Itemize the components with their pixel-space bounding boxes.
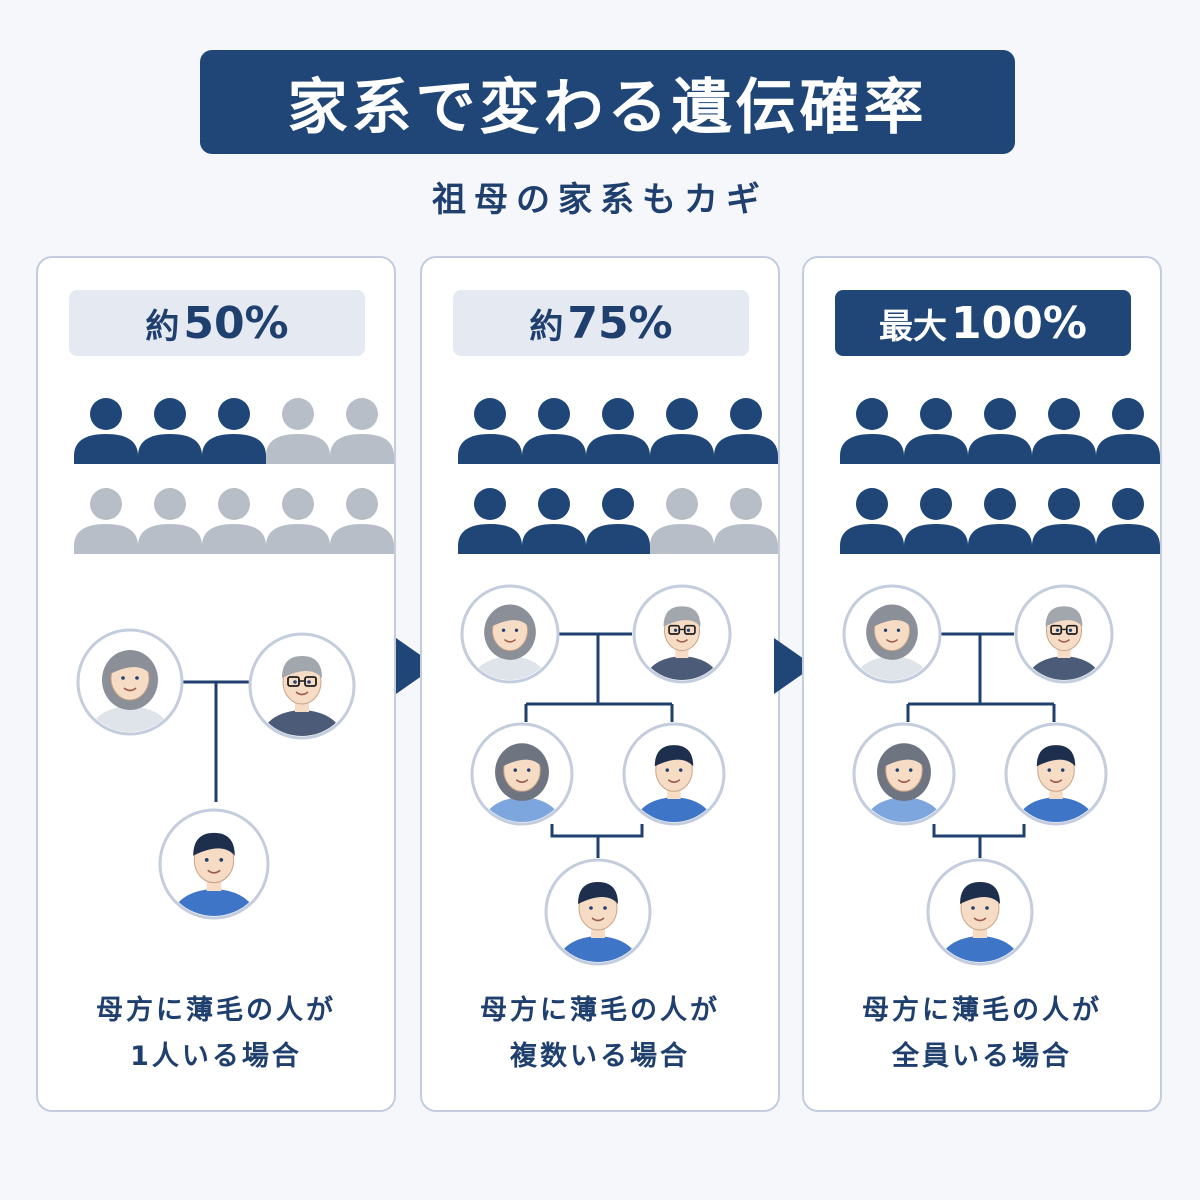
son-avatar-icon	[544, 858, 652, 966]
caption-line-2: 全員いる場合	[892, 1041, 1072, 1072]
mother-avatar-icon	[852, 722, 956, 826]
person-gray-icon	[266, 488, 330, 554]
person-filled-icon	[586, 398, 650, 464]
probability-badge: 約 75%	[453, 290, 749, 356]
person-filled-icon	[650, 398, 714, 464]
probability-prefix: 約	[145, 306, 180, 347]
person-filled-icon	[840, 488, 904, 554]
son-avatar-icon	[622, 722, 726, 826]
panel-all-people: 最大 100% 母方に薄毛の人が 全員いる場合	[802, 256, 1162, 1112]
people-pictogram-grid	[74, 398, 394, 554]
panel-caption: 母方に薄毛の人が 全員いる場合	[804, 988, 1160, 1080]
title-banner: 家系で変わる遺伝確率	[200, 50, 1015, 154]
person-filled-icon	[968, 398, 1032, 464]
caption-line-2: 1人いる場合	[130, 1041, 302, 1072]
caption-line-2: 複数いる場合	[510, 1041, 690, 1072]
person-filled-icon	[1096, 488, 1160, 554]
probability-badge: 約 50%	[69, 290, 365, 356]
person-filled-icon	[968, 488, 1032, 554]
person-filled-icon	[458, 488, 522, 554]
person-gray-icon	[266, 398, 330, 464]
probability-value: 50%	[183, 297, 289, 349]
panel-caption: 母方に薄毛の人が 複数いる場合	[422, 988, 778, 1080]
person-filled-icon	[1032, 398, 1096, 464]
page-subtitle: 祖母の家系もカギ	[432, 180, 768, 220]
people-pictogram-grid	[840, 398, 1160, 554]
person-filled-icon	[202, 398, 266, 464]
person-gray-icon	[714, 488, 778, 554]
person-filled-icon	[904, 398, 968, 464]
mother-avatar-icon	[470, 722, 574, 826]
person-filled-icon	[522, 488, 586, 554]
person-filled-icon	[904, 488, 968, 554]
person-gray-icon	[330, 488, 394, 554]
person-filled-icon	[74, 398, 138, 464]
person-filled-icon	[840, 398, 904, 464]
person-gray-icon	[74, 488, 138, 554]
page-title: 家系で変わる遺伝確率	[287, 72, 928, 143]
probability-value: 100%	[951, 297, 1087, 349]
probability-badge: 最大 100%	[835, 290, 1131, 356]
person-filled-icon	[1096, 398, 1160, 464]
grandpa-avatar-icon	[248, 632, 356, 740]
family-tree-diagram	[76, 628, 356, 920]
person-filled-icon	[522, 398, 586, 464]
tree-connector	[932, 824, 1026, 838]
caption-line-1: 母方に薄毛の人が	[862, 995, 1102, 1026]
caption-line-1: 母方に薄毛の人が	[480, 995, 720, 1026]
probability-value: 75%	[567, 297, 673, 349]
arrow-right-icon	[396, 638, 436, 694]
panel-multiple-people: 約 75% 母方に薄毛の人が 複数いる場合	[420, 256, 780, 1112]
person-filled-icon	[138, 398, 202, 464]
panel-caption: 母方に薄毛の人が 1人いる場合	[38, 988, 394, 1080]
grandma-avatar-icon	[76, 628, 184, 736]
person-filled-icon	[586, 488, 650, 554]
panel-one-person: 約 50% 母方に薄毛の人が 1人いる場合	[36, 256, 396, 1112]
person-filled-icon	[458, 398, 522, 464]
family-tree-diagram	[842, 584, 1114, 966]
grandpa-avatar-icon	[1014, 584, 1114, 684]
probability-prefix: 最大	[879, 306, 948, 347]
person-gray-icon	[138, 488, 202, 554]
caption-line-1: 母方に薄毛の人が	[96, 995, 336, 1026]
son-avatar-icon	[926, 858, 1034, 966]
person-filled-icon	[714, 398, 778, 464]
person-gray-icon	[650, 488, 714, 554]
family-tree-diagram	[460, 584, 732, 966]
arrow-right-icon	[774, 638, 814, 694]
grandma-avatar-icon	[842, 584, 942, 684]
son-avatar-icon	[158, 808, 270, 920]
grandpa-avatar-icon	[632, 584, 732, 684]
grandma-avatar-icon	[460, 584, 560, 684]
person-gray-icon	[202, 488, 266, 554]
tree-connector	[550, 824, 644, 838]
son-avatar-icon	[1004, 722, 1108, 826]
person-gray-icon	[330, 398, 394, 464]
probability-prefix: 約	[529, 306, 564, 347]
people-pictogram-grid	[458, 398, 778, 554]
person-filled-icon	[1032, 488, 1096, 554]
